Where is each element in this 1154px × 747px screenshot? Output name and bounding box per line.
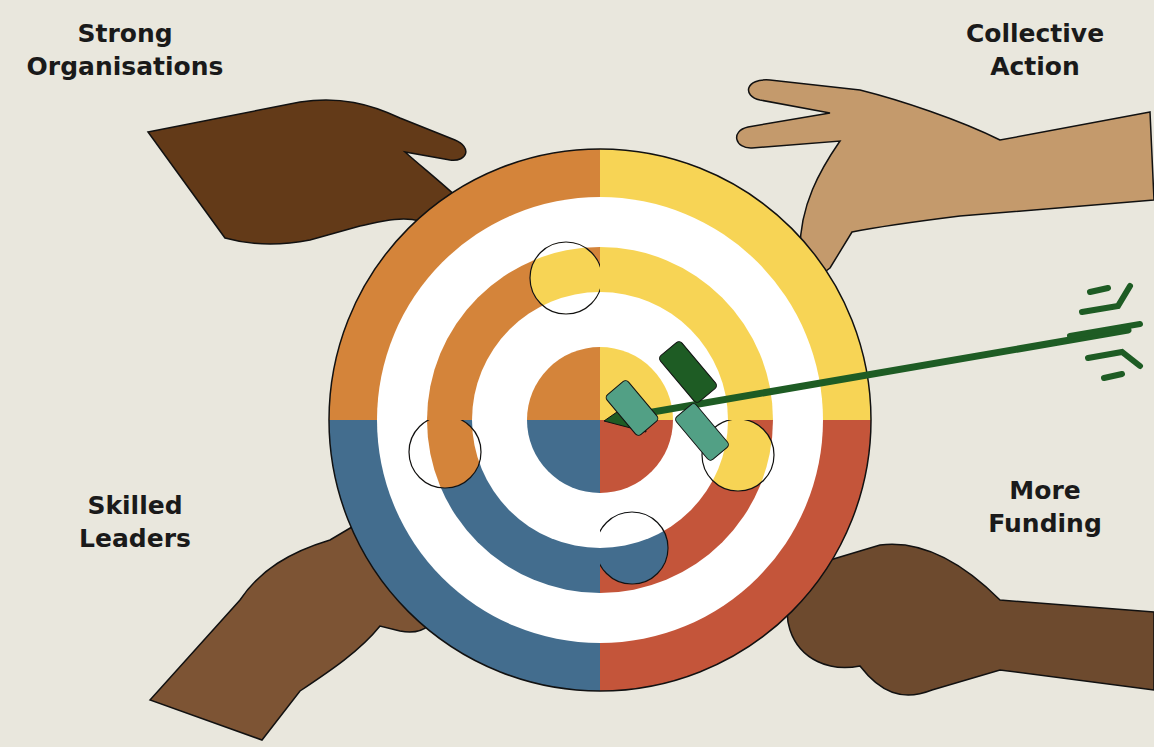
target-outline [329,149,871,691]
motion-lines [1070,286,1140,378]
knob-outline [530,242,600,314]
hand-label: Collective Action [950,18,1120,83]
knob-outline [600,512,668,584]
knob-outline [409,420,481,488]
hand-label: Strong Organisations [15,18,235,83]
hand-label: More Funding [980,475,1110,540]
motion-line [1070,324,1140,336]
motion-line [1104,374,1122,378]
motion-line [1088,352,1140,366]
hand-label: Skilled Leaders [70,490,200,555]
puzzle-piece-blue [329,149,871,691]
puzzle-piece-yellow [329,149,871,691]
motion-line [1090,288,1108,292]
motion-line [1082,286,1130,312]
hand-bottom-right [787,544,1154,695]
arrow-fletching [605,379,660,437]
arrow-fletching [674,402,730,462]
arrow-fletching [658,340,718,404]
puzzle-piece-orange [329,149,871,691]
puzzle-piece-red [600,420,871,691]
